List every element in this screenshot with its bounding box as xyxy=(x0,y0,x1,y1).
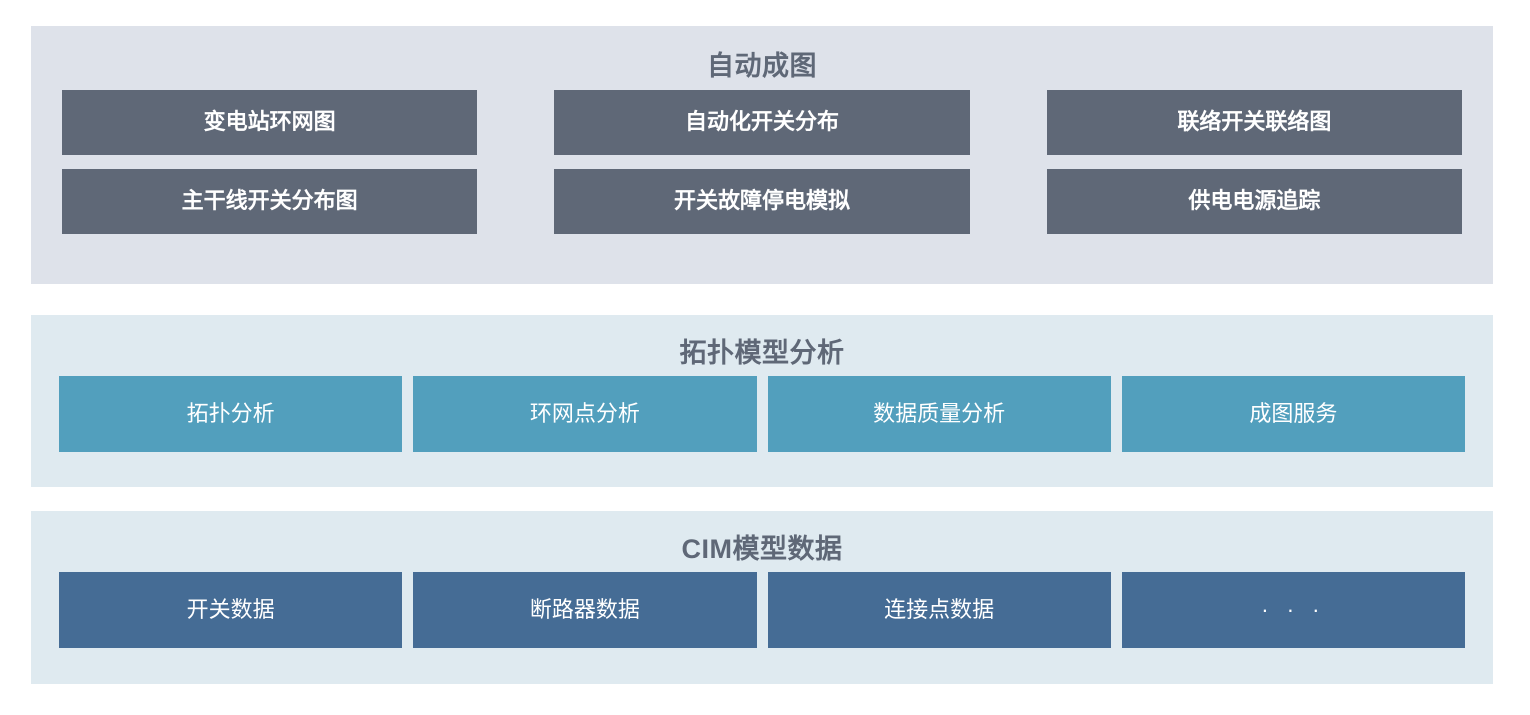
tile-mapping-service[interactable]: 成图服务 xyxy=(1121,376,1465,452)
tile-substation-ring-network-diagram[interactable]: 变电站环网图 xyxy=(62,90,478,155)
tile-tie-switch-connection-diagram[interactable]: 联络开关联络图 xyxy=(1046,90,1462,155)
tile-switch-data[interactable]: 开关数据 xyxy=(59,572,403,648)
section-topology-title: 拓扑模型分析 xyxy=(679,338,845,368)
section-mapping-title: 自动成图 xyxy=(707,51,817,81)
section-mapping-row-2: 主干线开关分布图 开关故障停电模拟 供电电源追踪 xyxy=(31,169,1493,234)
tile-power-supply-source-tracing[interactable]: 供电电源追踪 xyxy=(1046,169,1462,234)
tile-switch-fault-outage-simulation[interactable]: 开关故障停电模拟 xyxy=(554,169,970,234)
tile-topology-analysis[interactable]: 拓扑分析 xyxy=(59,376,403,452)
tile-connectivity-node-data[interactable]: 连接点数据 xyxy=(767,572,1111,648)
tile-data-quality-analysis[interactable]: 数据质量分析 xyxy=(767,376,1111,452)
section-mapping-row-1: 变电站环网图 自动化开关分布 联络开关联络图 xyxy=(31,90,1493,155)
tile-trunk-line-switch-distribution-map[interactable]: 主干线开关分布图 xyxy=(62,169,478,234)
tile-circuit-breaker-data[interactable]: 断路器数据 xyxy=(413,572,757,648)
section-cim-title: CIM模型数据 xyxy=(681,534,843,564)
tile-ring-network-point-analysis[interactable]: 环网点分析 xyxy=(413,376,757,452)
section-topology-row-1: 拓扑分析 环网点分析 数据质量分析 成图服务 xyxy=(31,376,1493,452)
tile-automated-switch-distribution[interactable]: 自动化开关分布 xyxy=(554,90,970,155)
section-cim: CIM模型数据 开关数据 断路器数据 连接点数据 · · · xyxy=(31,511,1493,684)
section-mapping: 自动成图 变电站环网图 自动化开关分布 联络开关联络图 主干线开关分布图 开关故… xyxy=(31,26,1493,284)
section-topology: 拓扑模型分析 拓扑分析 环网点分析 数据质量分析 成图服务 xyxy=(31,315,1493,487)
tile-more-data-ellipsis[interactable]: · · · xyxy=(1121,572,1465,648)
section-cim-row-1: 开关数据 断路器数据 连接点数据 · · · xyxy=(31,572,1493,648)
